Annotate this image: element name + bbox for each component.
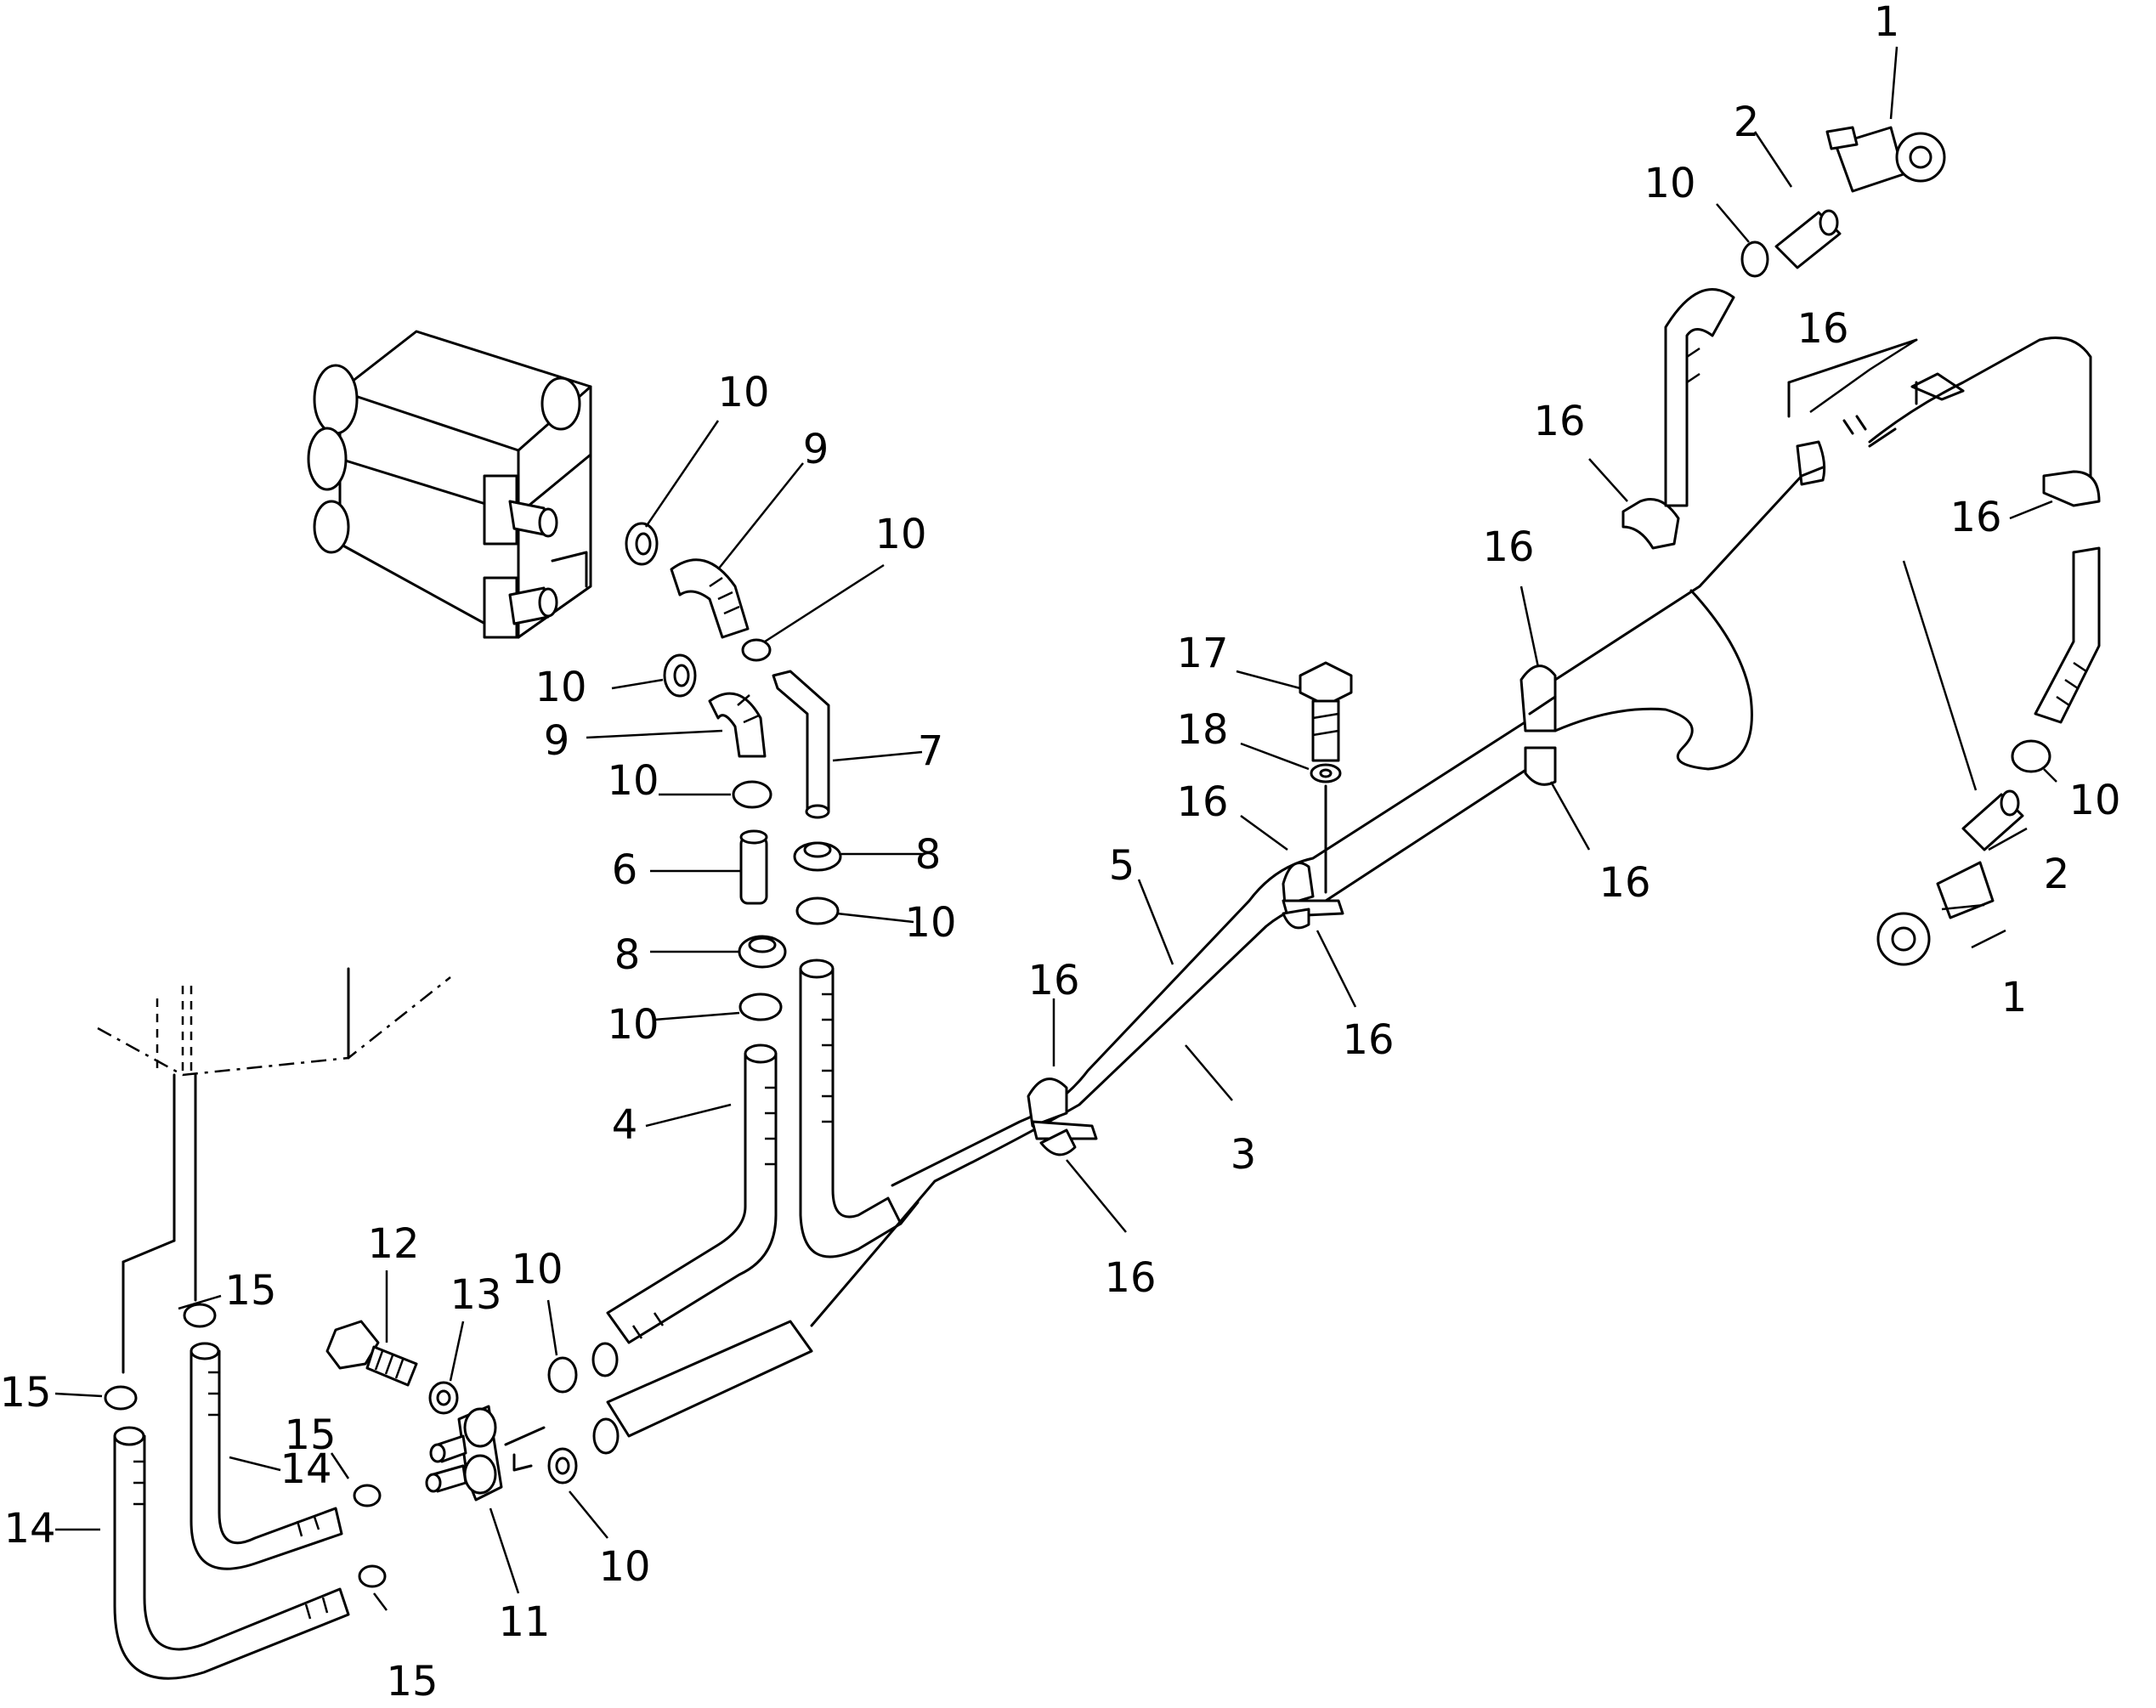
main-hoses xyxy=(591,712,1548,1455)
callout-16-left-top: 16 xyxy=(1533,398,1585,445)
callout-16-mid-upper: 16 xyxy=(1482,523,1534,571)
callout-6: 6 xyxy=(612,846,638,894)
callout-16-top: 16 xyxy=(1797,305,1848,353)
callout-10-heater-left: 10 xyxy=(535,664,586,711)
callout-10-heater-right: 10 xyxy=(874,511,926,558)
callout-10-connector-top: 10 xyxy=(511,1246,563,1293)
callout-14-outer: 14 xyxy=(3,1505,55,1552)
callout-10-top: 10 xyxy=(1644,160,1695,207)
callout-2-right: 2 xyxy=(2044,851,2070,898)
callout-15-mid: 15 xyxy=(284,1411,336,1459)
callout-18: 18 xyxy=(1176,706,1228,754)
callout-9-lower: 9 xyxy=(544,717,570,765)
callout-7: 7 xyxy=(918,727,944,775)
callout-14-inner: 14 xyxy=(280,1445,331,1493)
lower-left-group xyxy=(97,967,578,1680)
callout-16-right: 16 xyxy=(1949,494,2001,541)
callout-1-top: 1 xyxy=(1874,0,1900,46)
callout-16-bolt-lower: 16 xyxy=(1342,1016,1394,1064)
callout-3: 3 xyxy=(1231,1131,1257,1179)
callout-10-low-left: 10 xyxy=(607,1001,659,1049)
callout-10-connector-low: 10 xyxy=(598,1543,650,1591)
callout-10-right: 10 xyxy=(2068,777,2120,824)
callout-10-mid-right: 10 xyxy=(904,899,956,947)
callout-16-mid-lower: 16 xyxy=(1599,859,1650,907)
callout-4: 4 xyxy=(612,1101,638,1149)
callout-15-left: 15 xyxy=(0,1369,52,1417)
callout-15-upper: 15 xyxy=(224,1267,276,1315)
clamps-16 xyxy=(1027,372,2101,1157)
callout-5: 5 xyxy=(1109,842,1135,890)
callout-13: 13 xyxy=(450,1271,501,1319)
upper-hose-group xyxy=(625,522,842,1021)
callout-10-heater-top: 10 xyxy=(717,369,769,416)
callout-16-bolt: 16 xyxy=(1176,778,1228,826)
callout-16-low-lower: 16 xyxy=(1104,1254,1156,1302)
callout-9-top: 9 xyxy=(803,426,829,473)
callout-12: 12 xyxy=(367,1220,419,1268)
heater-unit xyxy=(307,330,592,639)
callout-10-mid-left: 10 xyxy=(607,757,659,805)
callout-8-right: 8 xyxy=(915,831,942,879)
callout-8-left: 8 xyxy=(614,931,641,979)
bolt-washer-17-18 xyxy=(1299,661,1353,894)
callout-11: 11 xyxy=(498,1598,550,1646)
callout-15-bottom: 15 xyxy=(386,1658,438,1705)
callout-1-right: 1 xyxy=(2001,974,2028,1021)
callout-16-low-upper: 16 xyxy=(1027,957,1079,1004)
callout-2-top: 2 xyxy=(1734,99,1760,146)
callout-17: 17 xyxy=(1176,630,1228,677)
upper-right-ducting xyxy=(1553,126,2101,966)
leader-lines xyxy=(54,46,2057,1611)
